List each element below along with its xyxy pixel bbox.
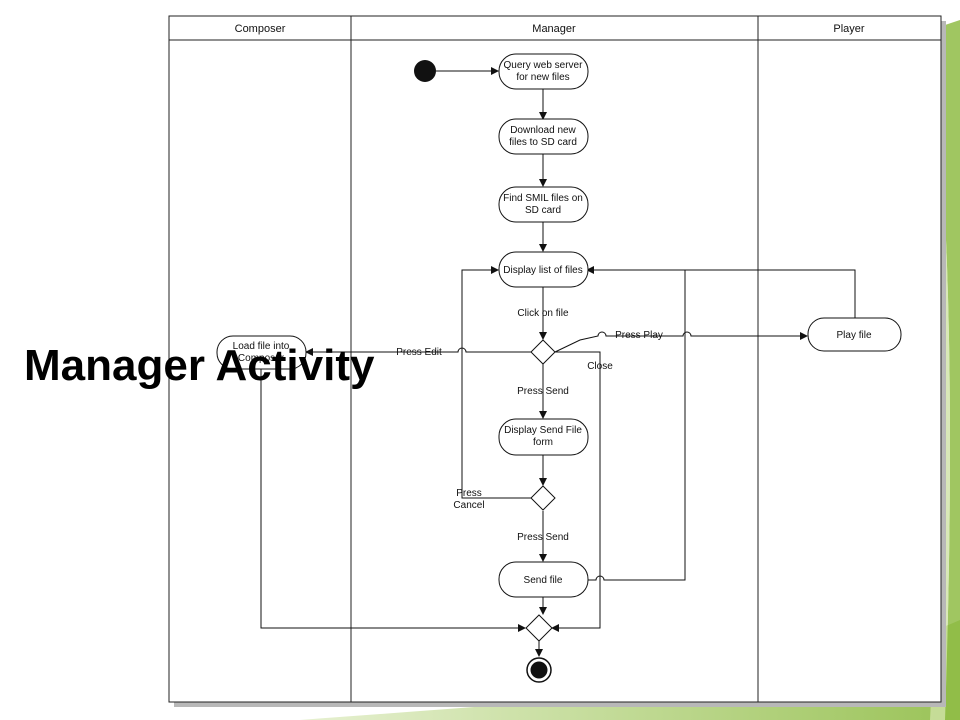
svg-text:Display Send File: Display Send File — [504, 425, 582, 436]
end-node — [530, 661, 548, 679]
svg-text:for new files: for new files — [516, 72, 569, 83]
node-send-file: Send file — [498, 561, 589, 598]
node-display-send-form: Display Send File form — [498, 418, 589, 456]
svg-text:SD card: SD card — [525, 205, 561, 216]
node-load-file-composer: Load file into Composer — [216, 335, 307, 370]
svg-text:Composer: Composer — [238, 353, 285, 364]
node-play-file: Play file — [807, 317, 902, 352]
lane-header-composer: Composer — [235, 23, 286, 35]
svg-text:Play file: Play file — [836, 330, 871, 341]
label-press-cancel-1: Press — [456, 488, 482, 499]
decision-click-file — [530, 339, 556, 365]
connectors — [260, 67, 856, 657]
label-press-send-1: Press Send — [517, 386, 569, 397]
label-press-edit: Press Edit — [396, 347, 442, 358]
lane-header-manager: Manager — [532, 23, 576, 35]
lane-header-player: Player — [833, 23, 865, 35]
node-display-list: Display list of files — [498, 251, 589, 288]
label-click-on-file: Click on file — [517, 308, 569, 319]
svg-text:form: form — [533, 437, 553, 448]
svg-text:Query web server: Query web server — [504, 60, 584, 71]
node-query-web-server: Query web server for new files — [498, 53, 589, 90]
label-press-send-2: Press Send — [517, 532, 569, 543]
svg-text:Find SMIL files on: Find SMIL files on — [503, 193, 583, 204]
svg-text:Display list of files: Display list of files — [503, 265, 582, 276]
merge-node — [525, 614, 553, 642]
svg-text:Load file into: Load file into — [233, 341, 290, 352]
svg-text:Download new: Download new — [510, 125, 576, 136]
start-node — [414, 60, 436, 82]
slide-title: Manager Activity — [24, 341, 375, 390]
label-press-play: Press Play — [615, 330, 663, 341]
decision-send-form — [530, 485, 556, 511]
label-press-cancel-2: Cancel — [453, 500, 484, 511]
svg-text:Send file: Send file — [524, 575, 563, 586]
label-close: Close — [587, 361, 613, 372]
node-download-files: Download new files to SD card — [498, 118, 589, 155]
node-find-smil-files: Find SMIL files on SD card — [498, 186, 589, 223]
svg-text:files to SD card: files to SD card — [509, 137, 577, 148]
